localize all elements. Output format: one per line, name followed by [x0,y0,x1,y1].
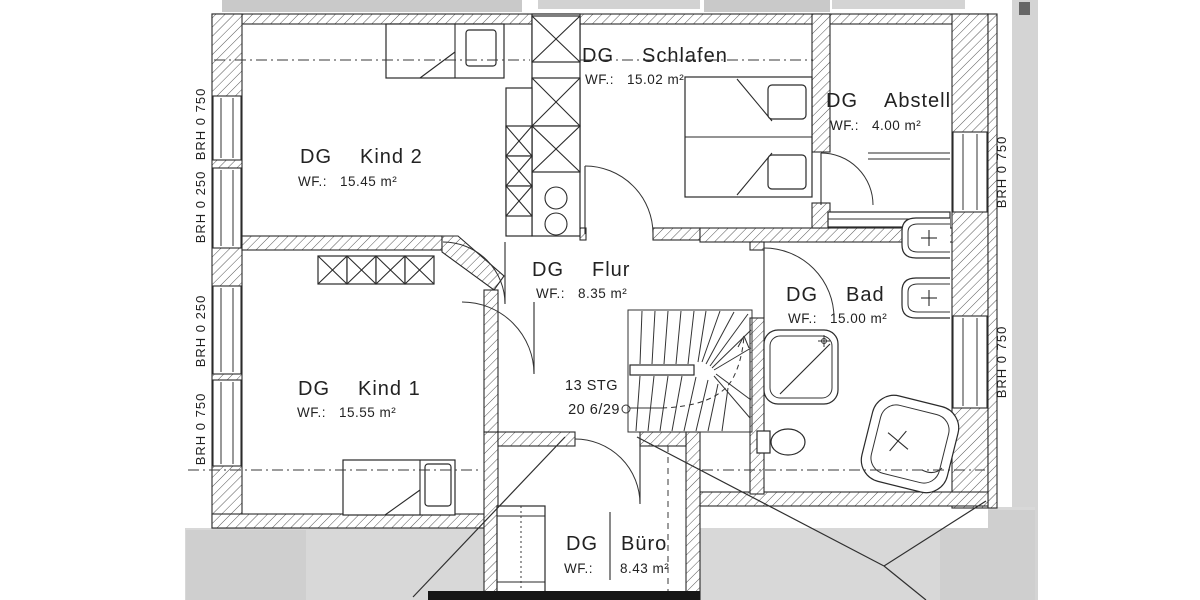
roof-lines [412,436,987,600]
room-area-label: WF.: [298,174,327,189]
door-abstell [820,152,874,206]
room-prefix: DG [532,259,564,281]
stair-handrail [629,364,695,376]
room-label-abstell: DG Abstell WF.: 4.00 m² [826,90,951,133]
washbasin-symbol-1 [901,217,950,259]
wall-schlafen-south-b [652,227,701,241]
staircase-symbol [621,309,753,433]
window-left-4 [212,379,242,467]
room-label-kind1: DG Kind 1 WF.: 15.55 m² [297,378,421,420]
room-prefix: DG [582,45,614,67]
room-labels: DG Kind 2 WF.: 15.45 m² DG Schlafen WF.:… [297,45,951,580]
door-swings [442,152,874,505]
room-name: Abstell [884,90,951,112]
room-name: Kind 2 [360,146,423,168]
toilet-symbol [756,428,806,456]
double-bed-schlafen-symbol [684,76,813,198]
room-area-value: 4.00 m² [872,118,921,133]
room-prefix: DG [826,90,858,112]
room-area-label: WF.: [564,561,593,576]
wall-right-cladding [987,13,998,509]
scan-black-bar [428,591,700,600]
wall-abstell-west-a [811,13,831,153]
room-label-bad: DG Bad WF.: 15.00 m² [786,284,887,326]
window-left-1 [212,95,242,161]
brh-label-left-2: BRH 0 250 [193,171,208,244]
room-area-value: 8.43 m² [620,561,669,576]
brh-label-left-1: BRH 0 750 [193,88,208,161]
window-right-1 [952,131,988,213]
window-left-2 [212,167,242,249]
room-area-label: WF.: [585,72,614,87]
shower-symbol [763,329,839,405]
door-kind2 [442,241,506,305]
stair-annotation: 13 STG 20 6/29 [565,378,620,418]
brh-label-right-1: BRH 0 750 [994,136,1009,209]
door-kind1 [461,301,535,375]
wall-bad-west-a [749,241,765,251]
bathtub-symbol [860,394,960,494]
windows [212,95,988,467]
height-reference-lines [188,59,985,598]
brh-label-left-3: BRH 0 250 [193,295,208,368]
stair-walking-line [621,335,750,414]
wall-bottom-left [211,513,485,529]
wall-angled [441,235,505,291]
brh-label-right-2: BRH 0 750 [994,326,1009,399]
door-bad [763,247,835,319]
room-name: Kind 1 [358,378,421,400]
single-bed-kind1-symbol [342,459,456,516]
room-name: Flur [592,259,630,281]
wall-top [211,13,989,25]
room-label-flur: DG Flur WF.: 8.35 m² [532,259,630,301]
wall-kind1-east [483,289,499,433]
window-sill-labels: BRH 0 750 BRH 0 250 BRH 0 250 BRH 0 750 … [193,88,1009,466]
washbasin-symbol-2 [901,277,950,319]
room-label-buero: DG Büro WF.: 8.43 m² [564,512,669,580]
wall-flur-south-b [639,431,687,447]
room-area-value: 8.35 m² [578,286,627,301]
room-prefix: DG [300,146,332,168]
room-label-kind2: DG Kind 2 WF.: 15.45 m² [298,146,423,189]
stair-rise-run-label: 20 6/29 [568,402,620,418]
wall-buero-right [685,431,701,600]
room-area-value: 15.00 m² [830,311,887,326]
wall-abstell-west-b [811,202,831,229]
room-area-label: WF.: [297,405,326,420]
room-area-label: WF.: [830,118,859,133]
room-name: Büro [621,533,667,555]
window-left-3 [212,285,242,375]
room-area-label: WF.: [536,286,565,301]
room-prefix: DG [298,378,330,400]
room-name: Bad [846,284,885,306]
door-schlafen [584,165,654,235]
door-buero [574,438,641,505]
wall-bottom-right [699,491,989,507]
stair-steps-label: 13 STG [565,378,618,394]
brh-label-left-4: BRH 0 750 [193,393,208,466]
wall-buero-left [483,431,499,600]
room-prefix: DG [786,284,818,306]
room-area-value: 15.02 m² [627,72,684,87]
window-right-2 [952,315,988,409]
room-area-label: WF.: [788,311,817,326]
room-prefix: DG [566,533,598,555]
room-name: Schlafen [642,45,728,67]
room-label-schlafen: DG Schlafen WF.: 15.02 m² [582,45,728,87]
single-bed-kind2-symbol [385,23,505,79]
room-area-value: 15.55 m² [339,405,396,420]
chimney-shaft-symbol [505,13,581,237]
desk-symbol [496,505,546,593]
wall-kind-divider [241,235,443,251]
room-area-value: 15.45 m² [340,174,397,189]
wardrobe-symbol [317,255,435,285]
